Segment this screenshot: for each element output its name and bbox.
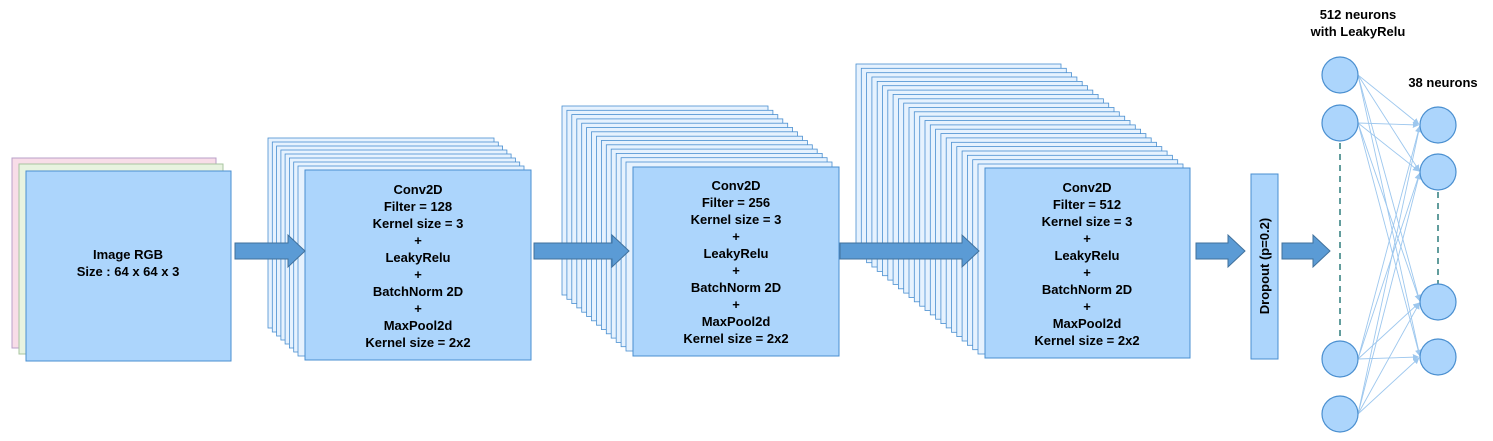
conv-block-2-line-10: Kernel size = 2x2: [683, 331, 788, 346]
conv-block-3: Conv2D Filter = 512 Kernel size = 3 + Le…: [984, 167, 1191, 359]
neuron-connection: [1357, 121, 1420, 128]
conv-block-2-front: [632, 166, 840, 357]
conv-block-1-line-7: BatchNorm 2D: [373, 284, 463, 299]
conv-block-1-line-1: Conv2D: [393, 182, 442, 197]
conv-block-1-line-3: Kernel size = 3: [373, 216, 464, 231]
neuron-connection: [1357, 74, 1420, 125]
conv-block-1-line-4: +: [414, 233, 422, 248]
neuron-connections: [1357, 74, 1422, 415]
conv-block-1-line-9: MaxPool2d: [384, 318, 453, 333]
conv-block-3-line-10: Kernel size = 2x2: [1034, 333, 1139, 348]
output-neuron: [1419, 283, 1457, 321]
conv-block-3-line-1: Conv2D: [1062, 180, 1111, 195]
conv-block-2-line-5: LeakyRelu: [703, 246, 768, 261]
neuron-connection: [1357, 172, 1421, 360]
conv-block-1-line-8: +: [414, 301, 422, 316]
hidden-layer-title-line-1: 512 neurons: [1320, 7, 1397, 22]
hidden-layer-neurons: [1321, 56, 1359, 433]
input-label-line-1: Image RGB: [93, 247, 163, 262]
dropout-label: Dropout (p=0.2): [1257, 218, 1272, 314]
conv-block-2-line-6: +: [732, 263, 740, 278]
conv-block-1-line-2: Filter = 128: [384, 199, 452, 214]
hidden-neuron: [1321, 340, 1359, 378]
neuron-connection: [1357, 74, 1422, 357]
neuron-connection: [1357, 354, 1420, 361]
neuron-connection: [1357, 125, 1422, 360]
neuron-connection: [1357, 74, 1422, 302]
conv-block-2-line-9: MaxPool2d: [702, 314, 771, 329]
conv-block-1-line-10: Kernel size = 2x2: [365, 335, 470, 350]
flow-arrow-2: [533, 233, 630, 269]
conv-block-2-line-3: Kernel size = 3: [691, 212, 782, 227]
neuron-connection: [1357, 125, 1422, 415]
hidden-neuron: [1321, 395, 1359, 433]
conv-block-2-line-1: Conv2D: [711, 178, 760, 193]
conv-block-3-line-9: MaxPool2d: [1053, 316, 1122, 331]
output-neuron: [1419, 338, 1457, 376]
conv-block-2-line-4: +: [732, 229, 740, 244]
conv-block-3-line-7: BatchNorm 2D: [1042, 282, 1132, 297]
conv-block-2-line-8: +: [732, 297, 740, 312]
conv-block-1-line-5: LeakyRelu: [385, 250, 450, 265]
hidden-neuron: [1321, 56, 1359, 94]
conv-block-3-line-4: +: [1083, 231, 1091, 246]
neuron-connection: [1357, 302, 1420, 415]
neuron-connection: [1357, 357, 1420, 415]
neuron-connection: [1357, 302, 1420, 360]
neuron-connection: [1357, 122, 1421, 302]
conv-block-2-line-2: Filter = 256: [702, 195, 770, 210]
output-layer-neurons: [1419, 106, 1457, 376]
flow-arrow-3: [839, 233, 980, 269]
hidden-neuron: [1321, 104, 1359, 142]
flow-arrows: [234, 233, 1331, 269]
neuron-connection: [1357, 172, 1422, 415]
flow-arrow-4: [1195, 233, 1246, 269]
hidden-layer-title-line-2: with LeakyRelu: [1310, 24, 1406, 39]
input-label-line-2: Size : 64 x 64 x 3: [77, 264, 180, 279]
conv-block-3-line-8: +: [1083, 299, 1091, 314]
flow-arrow-1: [234, 233, 306, 269]
conv-block-1: Conv2D Filter = 128 Kernel size = 3 + Le…: [304, 169, 532, 361]
conv-block-3-line-6: +: [1083, 265, 1091, 280]
conv-block-3-line-5: LeakyRelu: [1054, 248, 1119, 263]
input-image-block: Image RGB Size : 64 x 64 x 3: [11, 157, 232, 362]
conv-block-3-line-3: Kernel size = 3: [1042, 214, 1133, 229]
conv-block-2-line-7: BatchNorm 2D: [691, 280, 781, 295]
output-neuron: [1419, 106, 1457, 144]
conv-block-1-line-6: +: [414, 267, 422, 282]
conv-block-1-front: [304, 169, 532, 361]
output-neuron: [1419, 153, 1457, 191]
neuron-connection: [1357, 74, 1420, 172]
neuron-connection: [1357, 122, 1420, 172]
flow-arrow-5: [1281, 233, 1331, 269]
neuron-connection: [1357, 122, 1422, 357]
dropout-box: [1250, 173, 1279, 360]
dropout-layer: Dropout (p=0.2): [1250, 173, 1279, 360]
conv-block-3-front: [984, 167, 1191, 359]
input-channel-front: [25, 170, 232, 362]
output-layer-title: 38 neurons: [1408, 75, 1477, 90]
conv-block-3-line-2: Filter = 512: [1053, 197, 1121, 212]
conv-block-2: Conv2D Filter = 256 Kernel size = 3 + Le…: [632, 166, 840, 357]
